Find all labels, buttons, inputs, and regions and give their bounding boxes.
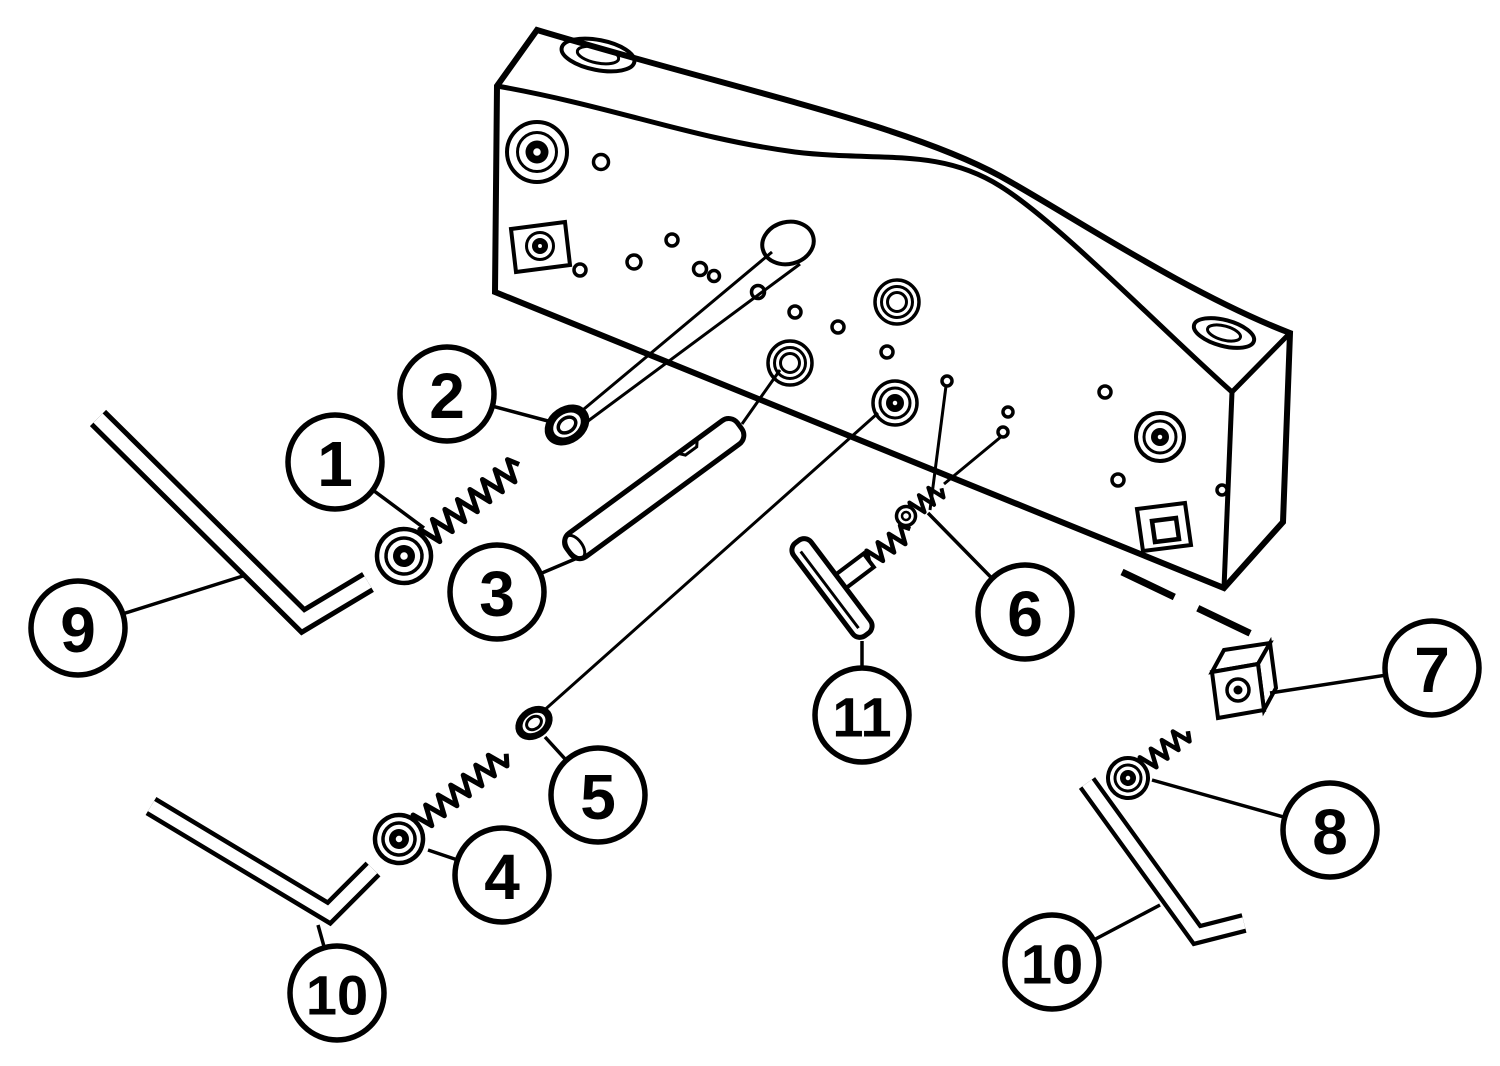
hole xyxy=(1097,384,1113,400)
callout-10: 10 xyxy=(1002,903,1161,1012)
hole xyxy=(1215,483,1229,497)
callout-circle xyxy=(447,542,547,642)
callout-number: 9 xyxy=(60,594,96,666)
hole xyxy=(996,425,1010,439)
callout-4: 4 xyxy=(427,825,552,925)
callout-3: 3 xyxy=(447,542,576,642)
callout-number: 5 xyxy=(580,761,616,833)
counterbore-hole xyxy=(1134,411,1186,463)
axis-line xyxy=(577,250,773,416)
axis-line xyxy=(740,369,782,425)
callout-number: 11 xyxy=(832,686,891,749)
part-pin-3 xyxy=(562,416,747,562)
callout-circle xyxy=(397,344,497,444)
hole xyxy=(1110,472,1126,488)
axis-line xyxy=(539,411,879,716)
callout-number: 10 xyxy=(1021,933,1083,996)
callout-1: 1 xyxy=(285,412,426,530)
hole xyxy=(879,344,895,360)
callout-number: 2 xyxy=(429,360,465,432)
callout-number: 10 xyxy=(306,964,368,1027)
tool-block xyxy=(491,26,1294,592)
part-screw-4 xyxy=(372,752,510,866)
part-washer-5 xyxy=(515,705,553,741)
hole xyxy=(940,374,954,388)
top-counterbore-right xyxy=(1191,316,1257,350)
hole xyxy=(625,253,643,271)
part-washer-2 xyxy=(544,404,590,446)
callout-number: 4 xyxy=(484,841,520,913)
part-screw-1 xyxy=(374,457,521,586)
part-screw-8 xyxy=(1106,729,1192,800)
callout-circle xyxy=(548,745,648,845)
axis-line xyxy=(583,262,801,426)
callout-circle xyxy=(285,412,385,512)
callout-number: 3 xyxy=(479,558,515,630)
callout-circle xyxy=(812,665,912,765)
threaded-hole xyxy=(766,339,814,387)
hole xyxy=(572,262,588,278)
callout-circle xyxy=(452,825,552,925)
hole xyxy=(591,152,611,172)
callout-circle xyxy=(1382,618,1482,718)
callout-11: 11 xyxy=(812,641,912,765)
callout-layer: 1 2 3 45 6 7 8 9 10 10 11 xyxy=(28,344,1482,1043)
part-set-screw-6 xyxy=(894,485,946,528)
callout-10: 10 xyxy=(287,924,387,1043)
callout-9: 9 xyxy=(28,573,247,678)
hole xyxy=(691,260,709,278)
part-cube-nut-7 xyxy=(1208,636,1279,721)
open-bore-hole xyxy=(760,219,816,267)
callout-circle xyxy=(287,943,387,1043)
hole xyxy=(664,232,680,248)
callout-circle xyxy=(28,578,128,678)
part-hex-key-10-right xyxy=(1078,777,1247,947)
callout-7: 7 xyxy=(1269,618,1482,718)
block-holes xyxy=(505,120,1229,554)
square-notch xyxy=(1134,500,1194,554)
callout-circle xyxy=(1002,912,1102,1012)
callout-number: 8 xyxy=(1312,796,1348,868)
threaded-hole-dark xyxy=(871,379,919,427)
dashed-guide-line xyxy=(1120,568,1262,642)
block-top-face-edge xyxy=(496,83,1234,394)
block-right-face-edge-top xyxy=(1230,331,1292,394)
part-hex-key-10-left xyxy=(145,797,381,927)
callout-5: 5 xyxy=(543,735,648,845)
part-t-handle-11 xyxy=(789,523,912,640)
hole xyxy=(830,319,846,335)
callout-circle xyxy=(1280,780,1380,880)
threaded-hole xyxy=(873,278,921,326)
callout-circle xyxy=(975,562,1075,662)
square-pocket-with-screw xyxy=(508,219,573,275)
axis-line xyxy=(943,434,1003,486)
callout-2: 2 xyxy=(397,344,549,444)
hole xyxy=(706,268,722,284)
hole xyxy=(1001,405,1015,419)
counterbore-with-screw xyxy=(505,120,569,184)
callout-number: 6 xyxy=(1007,578,1043,650)
part-hex-key-9 xyxy=(89,409,374,636)
callout-6: 6 xyxy=(926,511,1075,662)
hole xyxy=(787,304,803,320)
callout-8: 8 xyxy=(1151,778,1380,880)
assembly-axis-lines xyxy=(539,250,1003,716)
top-counterbore-left xyxy=(559,36,637,74)
callout-number: 1 xyxy=(317,428,353,500)
callout-number: 7 xyxy=(1414,634,1450,706)
